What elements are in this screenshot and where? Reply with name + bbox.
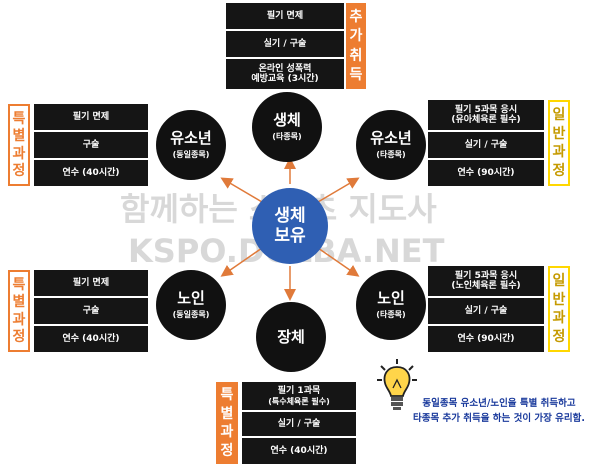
card-top-row-1: 필기 면제 [226,3,344,29]
tag-bottom: 특 별 과 정 [216,382,238,464]
tag-lr-1: 일 [552,273,566,290]
card-lower-right: 필기 5과목 응시 (노인체육론 필수) 실기 / 구술 연수 (90시간) [428,266,544,352]
tag-ul-3: 과 [12,145,26,162]
node-top: 생체 (타종목) [252,92,322,162]
tag-ur-3: 과 [552,144,566,161]
tag-top-3: 취 [349,47,363,64]
tag-top-2: 가 [349,28,363,45]
card-top-row-3-line2: 예방교육 (3시간) [251,74,319,84]
tag-top: 추 가 취 득 [346,3,366,89]
card-b-row-1-line1: 필기 1과목 [277,386,321,397]
card-ul-row-2: 구술 [34,132,148,158]
card-upper-left: 필기 면제 구술 연수 (40시간) [34,104,148,186]
card-lower-left: 필기 면제 구술 연수 (40시간) [34,270,148,352]
tag-top-1: 추 [349,8,363,25]
node-bottom-title: 장체 [277,327,305,346]
tag-ll-3: 과 [12,311,26,328]
node-lower-left-sub: (동일종목) [172,310,210,320]
card-top-row-3: 온라인 성폭력 예방교육 (3시간) [226,59,344,89]
tag-b-1: 특 [220,387,234,404]
node-lower-right: 노인 (타종목) [356,270,426,340]
node-upper-right-sub: (타종목) [376,150,406,160]
note-line1: 동일종목 유소년/노인을 특별 취득하고 [422,398,576,409]
note-text: 동일종목 유소년/노인을 특별 취득하고 타종목 추가 취득을 하는 것이 가장… [400,396,598,426]
arrow-upper-left [220,177,263,203]
arrow-lower-right [317,247,360,277]
card-lr-row-1-line2: (노인체육론 필수) [451,281,521,291]
card-b-row-3: 연수 (40시간) [242,438,356,464]
arrow-upper-right [317,177,360,203]
card-top-row-2: 실기 / 구술 [226,31,344,57]
card-ur-row-1: 필기 5과목 응시 (유아체육론 필수) [428,100,544,130]
card-ur-row-1-line1: 필기 5과목 응시 [454,104,518,115]
card-ur-row-2: 실기 / 구술 [428,132,544,158]
tag-lower-right: 일 반 과 정 [548,266,570,352]
center-line1: 생체 [274,205,306,226]
tag-top-4: 득 [349,67,363,84]
card-lr-row-1-line1: 필기 5과목 응시 [454,270,518,281]
tag-ll-2: 별 [12,294,26,311]
arrow-lower-left [220,247,263,277]
node-upper-right-title: 유소년 [370,128,412,147]
node-upper-right: 유소년 (타종목) [356,110,426,180]
tag-lower-left: 특 별 과 정 [8,270,30,352]
card-b-row-1: 필기 1과목 (특수체육론 필수) [242,382,356,410]
center-node: 생체 보유 [252,188,328,264]
card-bottom: 필기 1과목 (특수체육론 필수) 실기 / 구술 연수 (40시간) [242,382,356,464]
tag-ul-4: 정 [12,163,26,180]
note-line2: 타종목 추가 취득을 하는 것이 가장 유리함. [412,413,586,425]
tag-ur-1: 일 [552,107,566,124]
lightbulb-icon [377,359,417,410]
tag-ur-4: 정 [552,162,566,179]
card-ur-row-1-line2: (유아체육론 필수) [451,115,521,125]
node-lower-right-title: 노인 [377,288,405,307]
card-ll-row-3: 연수 (40시간) [34,326,148,352]
node-upper-left: 유소년 (동일종목) [156,110,226,180]
tag-ur-2: 반 [552,125,566,142]
tag-ul-1: 특 [12,110,26,127]
tag-upper-left: 특 별 과 정 [8,104,30,186]
node-lower-left-title: 노인 [177,288,205,307]
card-lr-row-3: 연수 (90시간) [428,326,544,352]
card-lr-row-2: 실기 / 구술 [428,298,544,324]
node-upper-left-sub: (동일종목) [172,150,210,160]
card-ul-row-3: 연수 (40시간) [34,160,148,186]
tag-lr-2: 반 [552,291,566,308]
tag-b-2: 별 [220,405,234,422]
card-ul-row-1: 필기 면제 [34,104,148,130]
card-upper-right: 필기 5과목 응시 (유아체육론 필수) 실기 / 구술 연수 (90시간) [428,100,544,186]
tag-lr-4: 정 [552,328,566,345]
card-ll-row-2: 구술 [34,298,148,324]
center-line2: 보유 [274,226,306,246]
tag-upper-right: 일 반 과 정 [548,100,570,186]
node-upper-left-title: 유소년 [170,128,212,147]
card-top: 필기 면제 실기 / 구술 온라인 성폭력 예방교육 (3시간) [226,3,344,89]
tag-b-4: 정 [220,442,234,459]
tag-ll-4: 정 [12,329,26,346]
card-top-row-3-line1: 온라인 성폭력 [258,63,312,74]
card-ur-row-3: 연수 (90시간) [428,160,544,186]
tag-b-3: 과 [220,424,234,441]
node-bottom: 장체 [256,302,326,372]
tag-ll-1: 특 [12,276,26,293]
node-top-sub: (타종목) [272,132,302,142]
card-b-row-1-line2: (특수체육론 필수) [268,396,330,406]
card-lr-row-1: 필기 5과목 응시 (노인체육론 필수) [428,266,544,296]
tag-ul-2: 별 [12,128,26,145]
node-top-title: 생체 [273,110,301,129]
card-ll-row-1: 필기 면제 [34,270,148,296]
card-b-row-2: 실기 / 구술 [242,412,356,436]
tag-lr-3: 과 [552,310,566,327]
node-lower-left: 노인 (동일종목) [156,270,226,340]
node-lower-right-sub: (타종목) [376,310,406,320]
